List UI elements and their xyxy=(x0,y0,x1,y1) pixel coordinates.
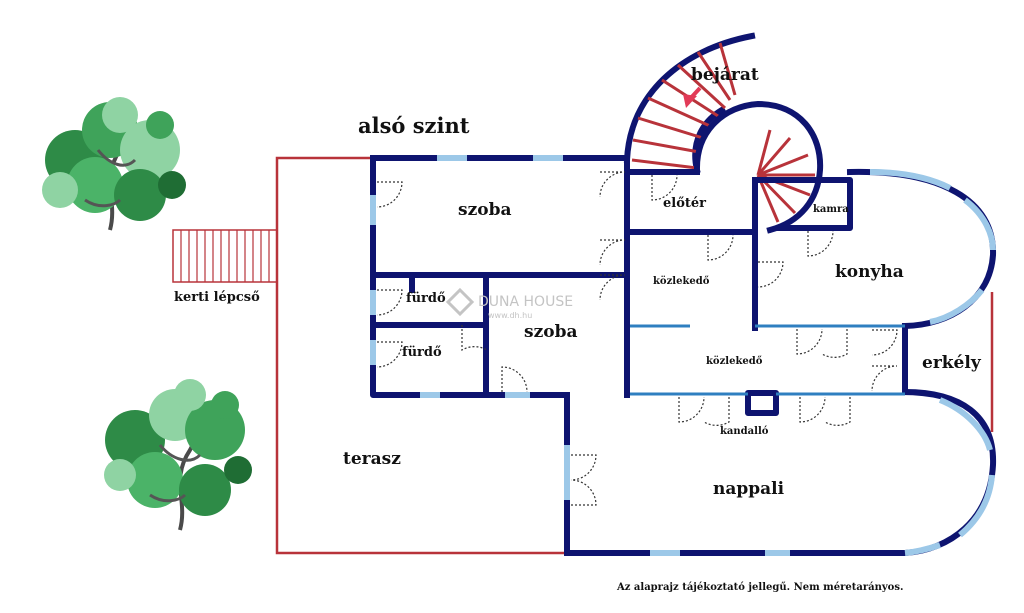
disclaimer: Az alaprajz tájékoztató jellegű. Nem mér… xyxy=(616,582,903,593)
label-kerti-lepcso: kerti lépcső xyxy=(174,290,260,305)
doors xyxy=(376,171,898,506)
tree-icon-bottom xyxy=(104,379,252,531)
room-label-szoba-1: szoba xyxy=(458,200,511,220)
watermark-brand: DUNA HOUSE xyxy=(478,294,573,310)
room-label-kamra: kamra xyxy=(813,204,849,215)
room-label-eloter: előtér xyxy=(663,196,706,211)
room-label-kozlekedo-1: közlekedő xyxy=(653,276,710,287)
room-label-nappali: nappali xyxy=(713,479,785,499)
tree-icon-top xyxy=(42,97,186,231)
windows xyxy=(370,155,996,556)
page-title: alsó szint xyxy=(358,113,470,138)
interior-lines xyxy=(630,324,905,396)
watermark-url: www.dh.hu xyxy=(488,311,532,320)
room-label-konyha: konyha xyxy=(835,262,904,282)
duna-house-logo-icon xyxy=(445,287,475,317)
room-label-furdo-1: fürdő xyxy=(406,291,446,306)
room-label-furdo-2: fürdő xyxy=(402,345,442,360)
room-label-erkely: erkély xyxy=(922,353,982,373)
spiral-stairs xyxy=(693,101,824,234)
entrance-stairs xyxy=(623,32,756,174)
entrance-arrow-icon xyxy=(683,86,702,108)
room-label-terasz: terasz xyxy=(343,449,401,469)
terrace-outline xyxy=(275,156,570,555)
room-label-kandallo: kandalló xyxy=(720,426,769,437)
room-label-kozlekedo-2: közlekedő xyxy=(706,356,763,367)
room-label-szoba-2: szoba xyxy=(524,322,577,342)
room-label-bejarat: bejárat xyxy=(691,65,759,85)
garden-stairs xyxy=(172,229,278,283)
watermark: DUNA HOUSE www.dh.hu xyxy=(445,287,573,320)
